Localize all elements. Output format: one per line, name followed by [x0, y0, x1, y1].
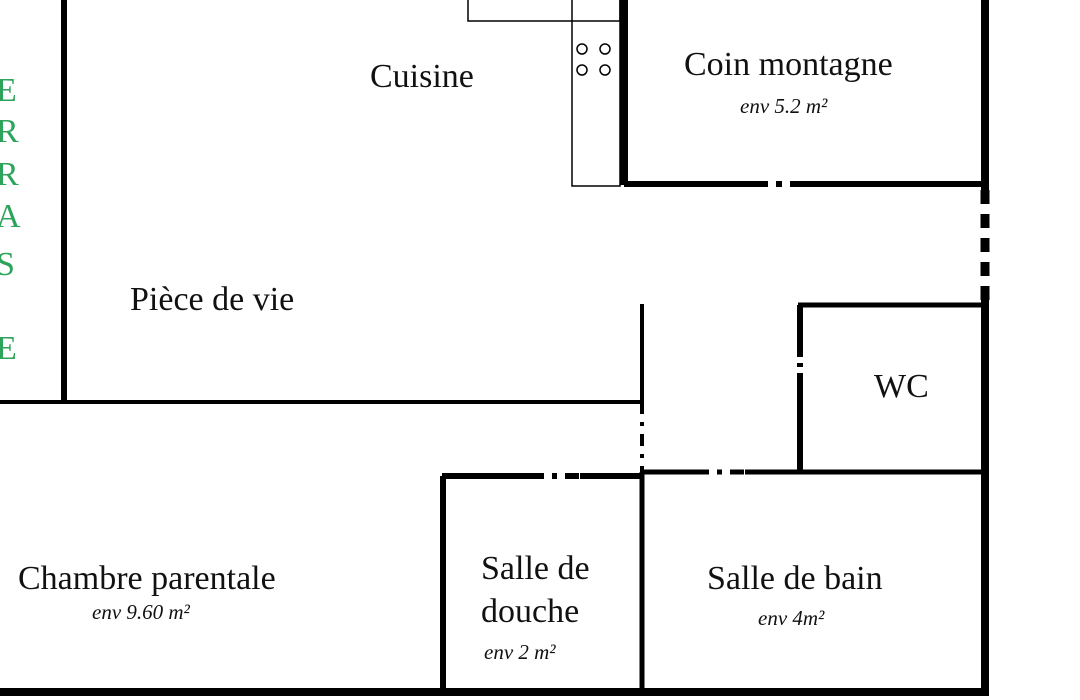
side-letter: R: [0, 113, 19, 150]
side-letter: E: [0, 72, 17, 109]
room-area-salle-de-douche: env 2 m²: [484, 640, 556, 664]
room-label-wc: WC: [874, 368, 929, 405]
side-letter: R: [0, 156, 19, 193]
room-label-salle-de-bain: Salle de bain: [707, 560, 883, 597]
side-letter: E: [0, 330, 17, 367]
room-label-salle-de-douche-line2: douche: [481, 593, 580, 630]
room-label-coin-montagne: Coin montagne: [684, 46, 893, 83]
side-letter: A: [0, 198, 21, 235]
kitchen-counter-top: [467, 0, 621, 22]
room-area-chambre-parentale: env 9.60 m²: [92, 600, 190, 624]
room-label-chambre-parentale: Chambre parentale: [18, 560, 276, 597]
room-label-piece-de-vie: Pièce de vie: [130, 281, 295, 318]
room-label-salle-de-douche-line1: Salle de: [481, 550, 590, 587]
room-area-coin-montagne: env 5.2 m²: [740, 94, 828, 118]
side-letter: S: [0, 246, 15, 283]
room-area-salle-de-bain: env 4m²: [758, 606, 825, 630]
stove-icon: [576, 43, 611, 76]
kitchen-counter-side: [571, 0, 621, 187]
room-label-cuisine: Cuisine: [370, 58, 474, 95]
